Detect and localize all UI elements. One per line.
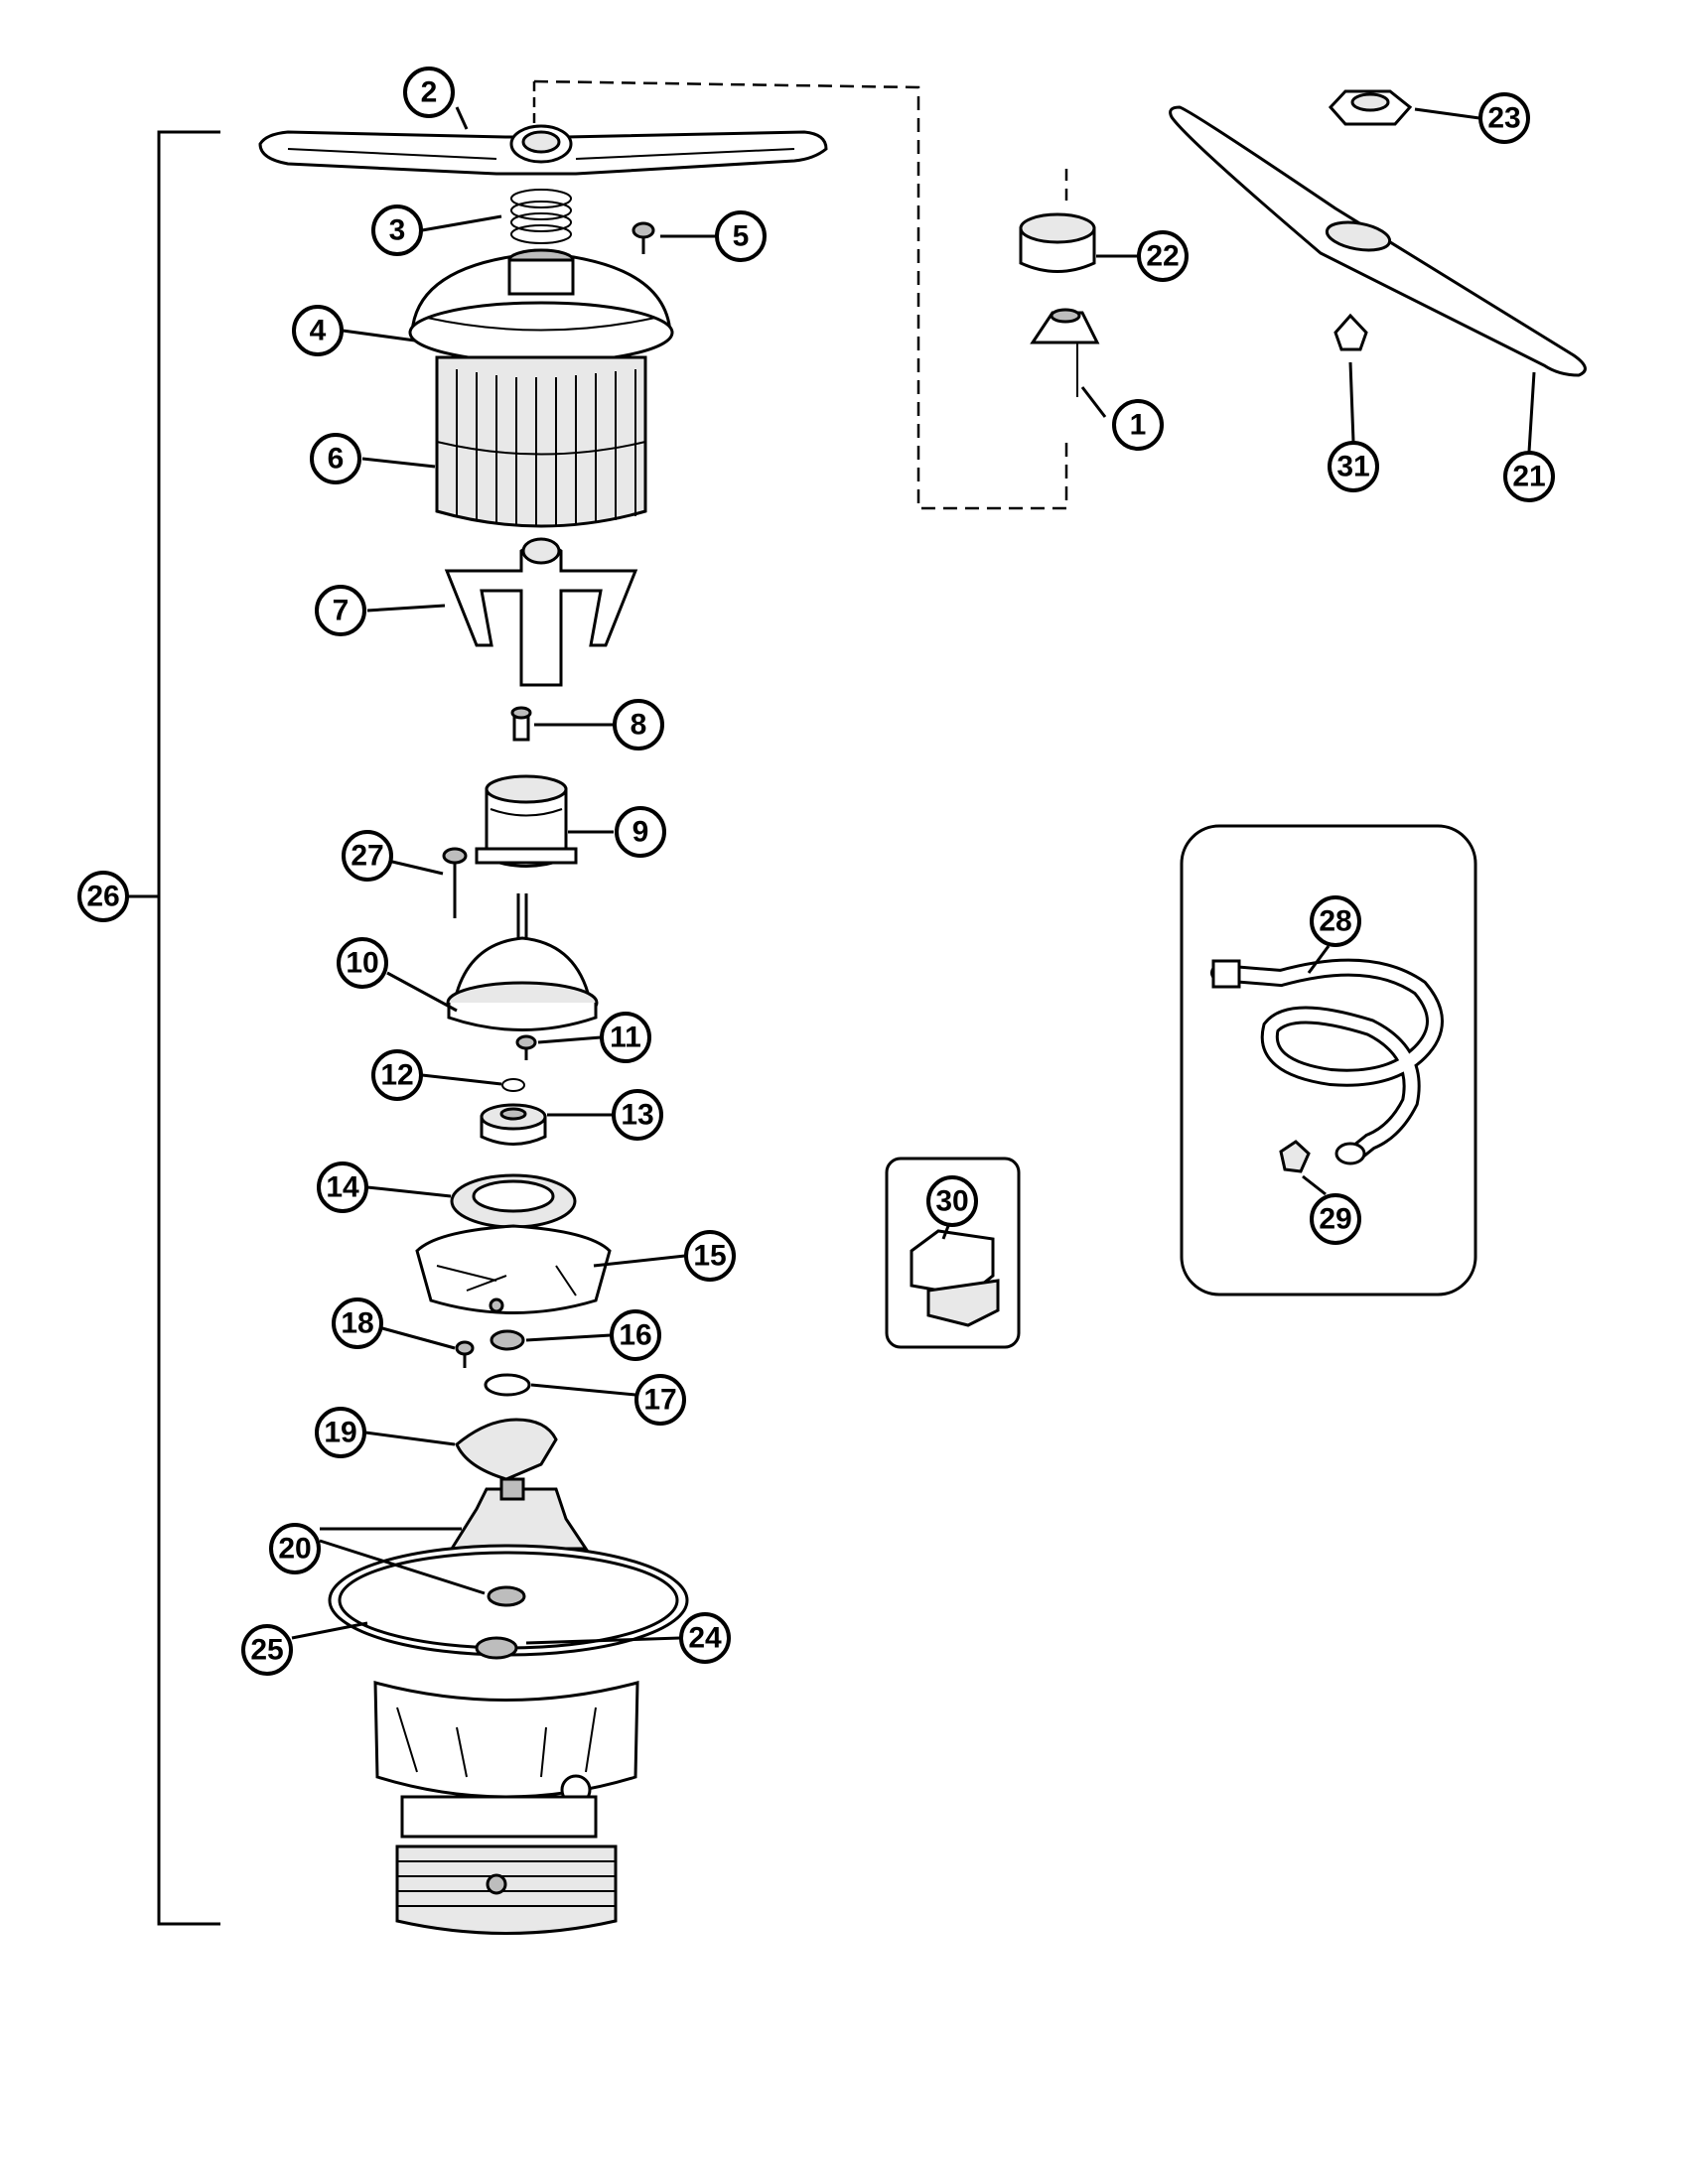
callout-7: 7: [315, 585, 366, 636]
callout-6: 6: [310, 433, 361, 484]
callout-13: 13: [612, 1089, 663, 1141]
callout-29-label: 29: [1319, 1203, 1351, 1236]
callout-24: 24: [679, 1612, 731, 1664]
callout-13-label: 13: [621, 1099, 653, 1132]
spray-arm-nut: [1328, 89, 1413, 126]
pump-body: [446, 893, 599, 1031]
dashed-guide-lines: [532, 79, 1068, 510]
callout-2: 2: [403, 67, 455, 118]
callout-31: 31: [1328, 441, 1379, 492]
callout-1: 1: [1112, 399, 1164, 451]
callout-10-label: 10: [346, 947, 378, 980]
callout-19-label: 19: [324, 1417, 356, 1449]
callout-17-label: 17: [643, 1384, 676, 1417]
callout-1-label: 1: [1130, 409, 1147, 442]
callout-30-label: 30: [935, 1185, 968, 1218]
callout-11: 11: [600, 1012, 651, 1063]
callout-31-label: 31: [1336, 451, 1369, 483]
callout-19: 19: [315, 1407, 366, 1458]
valve-panel: [885, 1157, 1021, 1349]
nut-washer-screw: [455, 1329, 531, 1397]
callout-8-label: 8: [631, 709, 647, 742]
callout-20: 20: [269, 1523, 321, 1574]
callout-10: 10: [337, 937, 388, 989]
callout-7-label: 7: [333, 595, 350, 627]
lower-spray-arm: [1169, 105, 1587, 377]
callout-2-label: 2: [421, 76, 438, 109]
filter-screen: [435, 355, 647, 528]
callout-26-label: 26: [86, 881, 119, 913]
drain-hose-panel: [1180, 824, 1477, 1297]
spray-hub: [444, 537, 638, 687]
callout-21: 21: [1503, 451, 1555, 502]
callout-16: 16: [610, 1309, 661, 1361]
callout-4: 4: [292, 305, 344, 356]
callout-24-label: 24: [688, 1622, 722, 1655]
motor: [395, 1795, 618, 1935]
callout-11-label: 11: [610, 1022, 641, 1054]
callout-23: 23: [1478, 92, 1530, 144]
callout-16-label: 16: [619, 1319, 651, 1352]
callout-15: 15: [684, 1230, 736, 1282]
callout-14-label: 14: [326, 1171, 359, 1204]
stem-clip: [510, 706, 532, 742]
callout-5-label: 5: [733, 220, 750, 253]
pump-housing-dome: [408, 248, 674, 364]
impeller-13: [480, 1103, 547, 1146]
spray-cap: [1019, 212, 1096, 273]
screw-5: [632, 221, 655, 254]
callout-5: 5: [715, 210, 767, 262]
long-screw: [442, 847, 468, 918]
assembly-bracket: [127, 130, 220, 1926]
callout-28-label: 28: [1319, 905, 1351, 938]
callout-23-label: 23: [1487, 102, 1520, 135]
callout-18: 18: [332, 1297, 383, 1349]
callout-9: 9: [615, 806, 666, 858]
callout-14: 14: [317, 1161, 368, 1213]
callout-12: 12: [371, 1049, 423, 1101]
clip: [1333, 313, 1368, 351]
seal-and-plate: [415, 1173, 612, 1314]
callout-21-label: 21: [1512, 461, 1545, 493]
callout-26: 26: [77, 871, 129, 922]
callout-22-label: 22: [1146, 240, 1179, 273]
spring: [510, 189, 572, 244]
callout-30: 30: [926, 1175, 978, 1227]
callout-15-label: 15: [693, 1240, 726, 1273]
callout-12-label: 12: [380, 1059, 413, 1092]
callout-4-label: 4: [310, 315, 327, 347]
callout-8: 8: [613, 699, 664, 751]
upper-spray-arm: [258, 124, 828, 176]
impeller-cylinder: [475, 774, 578, 868]
callout-27-label: 27: [351, 840, 383, 873]
callout-3-label: 3: [389, 214, 406, 247]
callout-6-label: 6: [328, 443, 345, 476]
callout-18-label: 18: [341, 1307, 373, 1340]
o-ring: [501, 1078, 525, 1092]
callout-20-label: 20: [278, 1533, 311, 1566]
callout-27: 27: [342, 830, 393, 882]
callout-9-label: 9: [632, 816, 649, 849]
chopper-plate: [455, 1418, 558, 1481]
callout-29: 29: [1310, 1193, 1361, 1245]
leader-lines: [291, 106, 1536, 1645]
callout-22: 22: [1137, 230, 1189, 282]
callout-3: 3: [371, 205, 423, 256]
callout-25: 25: [241, 1624, 293, 1676]
callout-25-label: 25: [250, 1634, 283, 1667]
callout-28: 28: [1310, 895, 1361, 947]
small-screw: [515, 1034, 537, 1060]
spray-stem: [1030, 308, 1100, 397]
callout-17: 17: [634, 1374, 686, 1426]
